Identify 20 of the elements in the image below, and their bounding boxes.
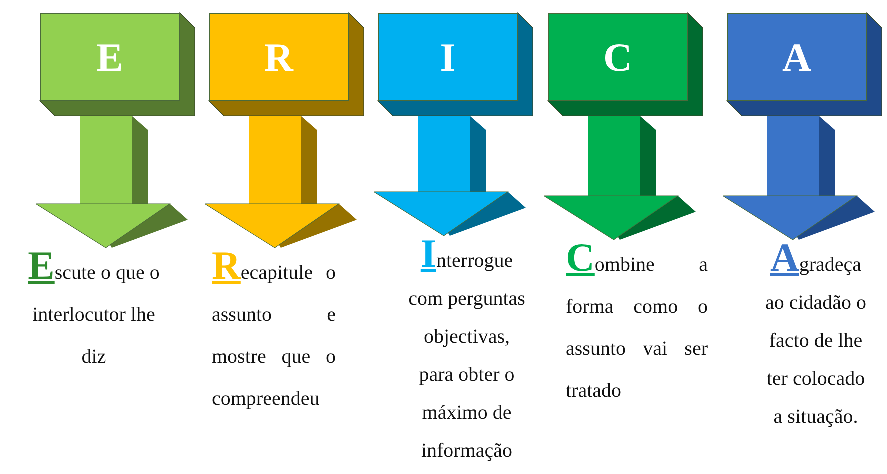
box-letter: I [440,34,456,80]
box-letter: E [96,34,124,80]
box-letter: C [604,34,632,80]
step-description: Combine a forma como o assunto vai ser tratado [566,240,708,412]
letter-box [209,13,349,101]
block-arrow [722,116,875,240]
block-arrow [204,116,357,248]
step-description: Agradeça ao cidadão o facto de lhe ter colocado a situação. [760,240,872,436]
step-description: Interrogue com perguntas objectivas, para obter o máximo de informação [405,236,529,470]
box-letter: A [782,34,812,80]
block-arrow [544,116,696,240]
step-description: Recapitule o assunto e mostre que o compreendeu [212,248,336,420]
step-description: Escute o que o interlocutor lhe diz [20,248,168,378]
block-arrow [36,116,188,248]
letter-box [40,13,180,101]
letter-box [727,13,867,101]
letter-box [548,13,688,101]
box-letter: R [264,34,294,80]
block-arrow [374,116,526,236]
letter-box [378,13,518,101]
